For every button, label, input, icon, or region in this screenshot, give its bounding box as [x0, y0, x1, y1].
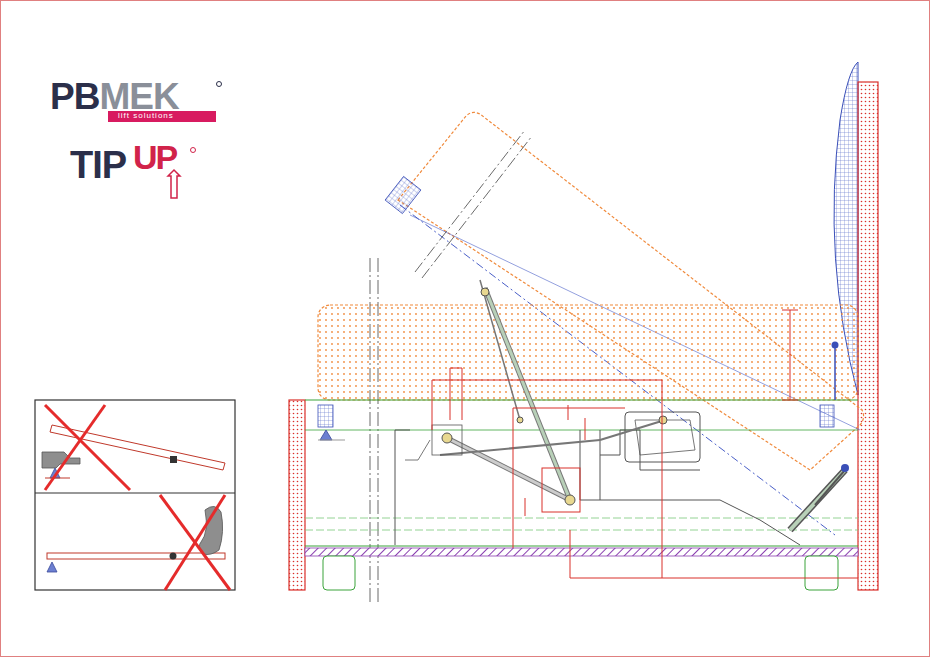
bed-side-view — [289, 62, 878, 605]
wrong-usage-inset — [35, 400, 235, 590]
logo-text: UP — [133, 140, 176, 174]
logo-text: PBMEK — [50, 78, 179, 115]
logo-band — [108, 111, 216, 122]
logo-tagline: lift solutions — [118, 112, 174, 120]
logo-text: TIP — [70, 146, 126, 184]
